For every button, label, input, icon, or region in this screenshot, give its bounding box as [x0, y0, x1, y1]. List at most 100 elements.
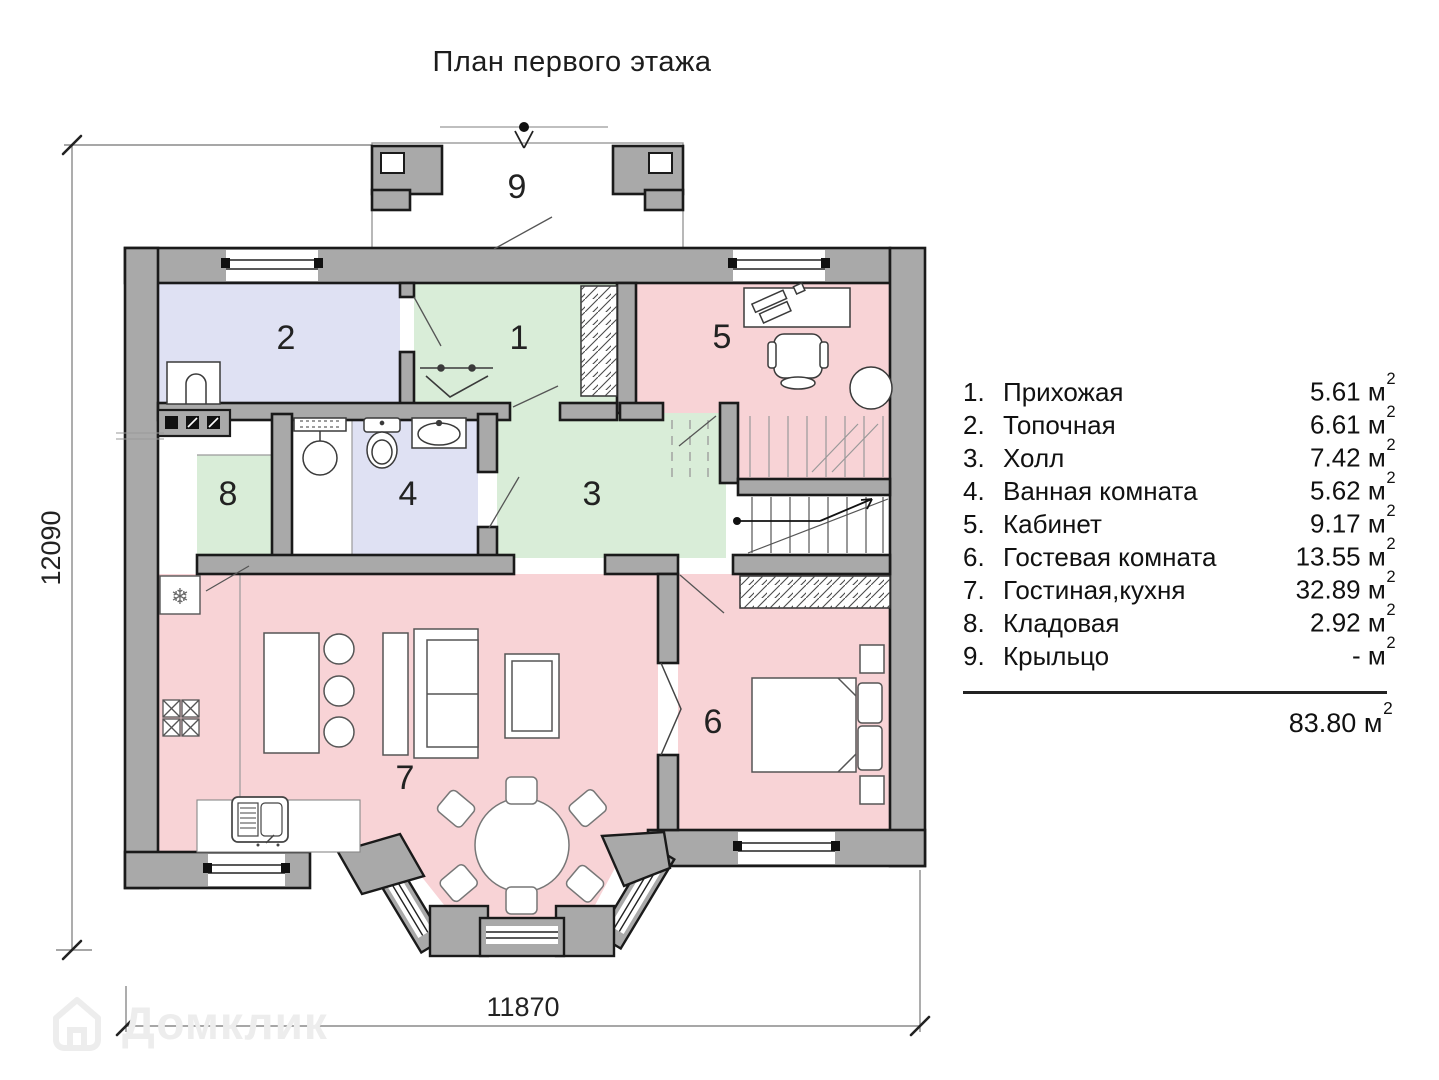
porch-pillar-right-core	[648, 152, 673, 174]
room-5-stair-floor	[738, 413, 890, 479]
entrance-mark	[440, 122, 608, 149]
legend-row-area: 7.42 м2	[1310, 434, 1396, 473]
stairs-direction-arrow	[733, 498, 873, 525]
legend-divider	[963, 691, 1387, 694]
legend-row: 3. Холл 7.42 м2	[963, 434, 1396, 475]
round-side-table	[849, 366, 893, 410]
room-label-9: 9	[508, 168, 527, 206]
wall-8-4	[270, 412, 294, 560]
wall-lower-b	[603, 553, 680, 576]
kitchen-sink-counter	[196, 796, 361, 853]
windows	[203, 250, 840, 886]
wall-1-5	[615, 281, 638, 415]
snowflake-icon: ❄	[171, 584, 189, 609]
boiler	[166, 361, 221, 405]
closet-room6	[739, 575, 891, 609]
porch-pillar-left-base	[370, 188, 412, 212]
wall-lower-a	[195, 553, 516, 576]
walls	[123, 246, 927, 890]
legend-row-num: 5.	[963, 508, 985, 539]
legend-row-name: Кладовая	[1003, 607, 1120, 638]
wall-left	[123, 246, 160, 890]
wall-stair-mid	[736, 477, 892, 497]
dining-chair	[565, 864, 605, 903]
bay-corner-bottom-right	[554, 904, 616, 958]
bathroom-sink	[411, 417, 467, 449]
legend-row-name: Крыльцо	[1003, 640, 1110, 671]
legend-row-name: Кабинет	[1003, 508, 1102, 539]
porch-pillar-left-core	[380, 152, 405, 174]
legend-row-area: 2.92 м2	[1310, 599, 1396, 638]
door-room1-hall	[512, 385, 559, 408]
page-title: План первого этажа	[432, 46, 712, 78]
porch	[370, 122, 685, 249]
legend-row: 9. Крыльцо - м2	[963, 633, 1396, 673]
wall-2-1-stub	[398, 281, 416, 299]
closet-room1	[580, 285, 618, 397]
legend-row: 5. Кабинет 9.17 м2	[963, 501, 1396, 541]
wall-right	[888, 246, 927, 868]
room-label-2: 2	[277, 319, 296, 357]
stairs-overhead-dashes	[671, 420, 709, 484]
room-label-7: 7	[396, 759, 415, 797]
legend-row-name: Гостиная,кухня	[1003, 574, 1186, 605]
dimension-ticks	[61, 134, 931, 1037]
legend-row: 7. Гостиная,кухня 32.89 м2	[963, 567, 1396, 607]
wall-3-stairs	[718, 401, 740, 485]
dining-chair	[439, 864, 478, 903]
dining-chair	[505, 886, 538, 915]
dimension-height-label: 12090	[36, 510, 66, 585]
legend-row-num: 8.	[963, 607, 985, 638]
legend-row-num: 3.	[963, 442, 985, 473]
legend-row-name: Прихожая	[1003, 376, 1124, 407]
door-room2	[413, 296, 442, 347]
armchair	[504, 653, 560, 739]
window-top-right	[728, 250, 830, 281]
legend-row-num: 9.	[963, 640, 985, 671]
legend-row-name: Топочная	[1003, 409, 1116, 440]
stove	[162, 699, 200, 737]
wall-4-3-lower	[476, 525, 499, 560]
legend-row-area: 6.61 м2	[1310, 401, 1396, 440]
sofa	[413, 628, 479, 759]
legend-row-num: 4.	[963, 475, 985, 506]
legend-row: 6. Гостевая комната 13.55 м2	[963, 534, 1396, 574]
room-8-storage-floor	[197, 455, 272, 558]
wall-7-6-lower	[656, 753, 680, 832]
bay-corner-top-right	[600, 830, 672, 888]
vent-block	[156, 408, 232, 438]
office-chair	[767, 333, 829, 390]
shower	[293, 417, 347, 476]
legend-row: 2. Топочная 6.61 м2	[963, 401, 1396, 442]
door-swings	[205, 216, 725, 614]
window-bottom-right	[733, 832, 840, 864]
door-office	[678, 415, 717, 447]
pillow	[857, 725, 883, 771]
door-storage	[205, 565, 250, 592]
room-label-5: 5	[713, 318, 732, 356]
legend-row-name: Гостевая комната	[1003, 541, 1217, 572]
watermark-house-icon	[53, 997, 101, 1051]
bay-window	[336, 830, 676, 958]
kitchen-island	[263, 632, 355, 754]
door-entrance	[493, 216, 553, 250]
legend-row-num: 6.	[963, 541, 985, 572]
door-bathroom	[488, 476, 520, 529]
watermark: Домклик	[46, 992, 328, 1054]
window-bottom-left	[203, 854, 290, 886]
legend-row-name: Ванная комната	[1003, 475, 1198, 506]
fridge: ❄	[159, 575, 201, 615]
legend-row-name: Холл	[1003, 442, 1065, 473]
wall-mid-c	[618, 401, 665, 422]
dining-table	[436, 776, 607, 915]
stairs-upper-steps	[749, 416, 884, 477]
room-label-3: 3	[583, 475, 602, 513]
legend-total: 83.80 м2	[1288, 698, 1393, 738]
door-guest	[679, 574, 725, 614]
porch-pillar-right-base	[643, 188, 685, 212]
watermark-text: Домклик	[122, 997, 328, 1049]
dining-chair	[568, 789, 607, 828]
toilet	[363, 417, 401, 469]
section-marks	[116, 432, 164, 440]
